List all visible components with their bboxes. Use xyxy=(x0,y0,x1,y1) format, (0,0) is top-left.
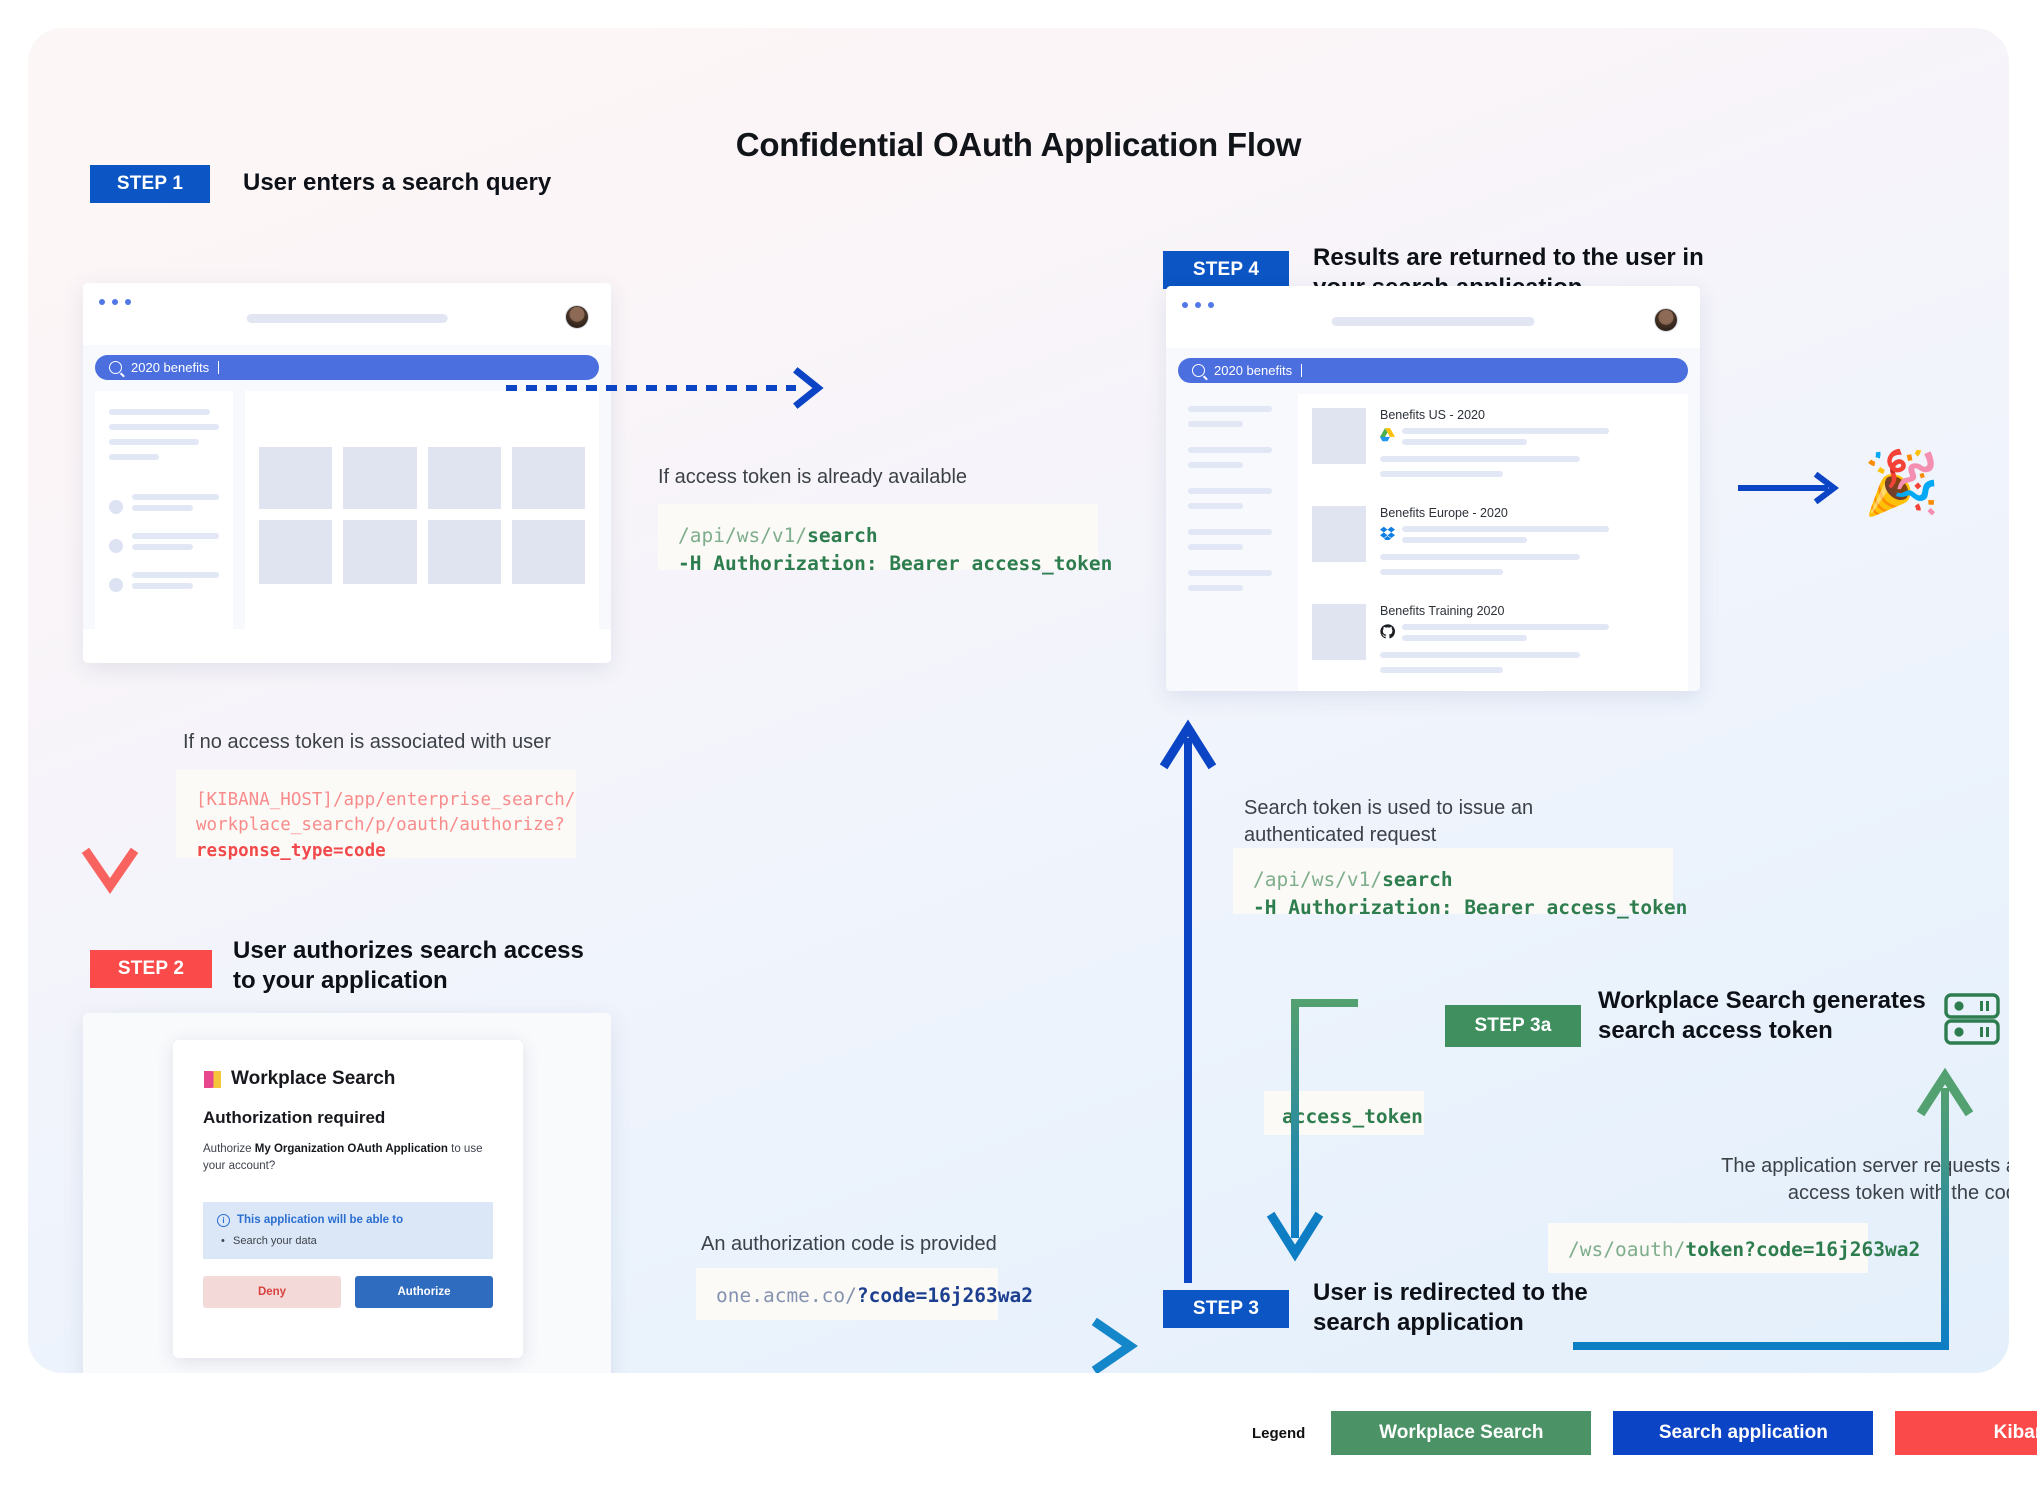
tile xyxy=(511,520,585,584)
code-kibana-authorize: [KIBANA_HOST]/app/enterprise_search/ wor… xyxy=(176,770,576,861)
callout-item: Search your data xyxy=(217,1235,479,1247)
code-redirect-url: one.acme.co/?code=16j263wa2 xyxy=(696,1268,1033,1320)
result-thumbnail xyxy=(1312,506,1366,562)
avatar xyxy=(1654,308,1678,332)
result-thumbnail xyxy=(1312,604,1366,660)
code-access-token-label: access_token xyxy=(1264,1091,1424,1135)
code-token-request: /ws/oauth/token?code=16j263wa2 xyxy=(1548,1223,1920,1273)
workplace-search-mark-icon xyxy=(203,1070,222,1089)
permissions-callout: i This application will be able to Searc… xyxy=(203,1201,493,1259)
note-auth-code-provided: An authorization code is provided xyxy=(701,1233,997,1255)
tile xyxy=(511,447,585,509)
result-title: Benefits Training 2020 xyxy=(1380,604,1505,618)
code-search-request-mid: /api/ws/v1/search -H Authorization: Bear… xyxy=(1233,848,1687,919)
note-no-token: If no access token is associated with us… xyxy=(183,731,551,753)
auth-button-row: Deny Authorize xyxy=(203,1275,493,1308)
result-item[interactable]: Benefits Training 2020 xyxy=(1312,604,1674,682)
diagram-canvas: Confidential OAuth Application Flow STEP… xyxy=(28,28,2009,1373)
auth-heading: Authorization required xyxy=(203,1108,386,1127)
search-query-value: 2020 benefits xyxy=(131,360,210,375)
avatar xyxy=(565,305,589,329)
legend-label: Legend xyxy=(1252,1424,1306,1442)
legend-item-search-application: Search application xyxy=(1613,1411,1874,1455)
magnifier-icon xyxy=(1192,364,1205,377)
step-3-chip: STEP 3 xyxy=(1163,1290,1289,1328)
window-dots-icon xyxy=(99,299,131,305)
legend: Legend Workplace Search Search applicati… xyxy=(1252,1411,2037,1455)
step-3a-text: Workplace Search generates search access… xyxy=(1598,987,1926,1045)
facet-pane xyxy=(95,391,233,629)
callout-heading: i This application will be able to xyxy=(217,1213,479,1227)
info-icon: i xyxy=(217,1213,230,1227)
search-input[interactable]: 2020 benefits xyxy=(1178,358,1688,383)
result-item[interactable]: Benefits US - 2020 xyxy=(1312,408,1674,486)
result-title: Benefits Europe - 2020 xyxy=(1380,506,1508,520)
github-icon xyxy=(1380,624,1396,644)
result-tiles xyxy=(259,447,585,584)
result-title: Benefits US - 2020 xyxy=(1380,408,1485,422)
note-token-available: If access token is already available xyxy=(658,466,968,488)
content-panes: Benefits US - 2020 xyxy=(1178,394,1688,691)
results-pane: Benefits US - 2020 xyxy=(1298,394,1688,691)
page-title: Confidential OAuth Application Flow xyxy=(735,126,1302,163)
browser-viewport: 2020 benefits Benefits US - 2020 xyxy=(1166,348,1700,691)
url-bar-placeholder xyxy=(246,314,448,323)
step-2-text: User authorizes search access to your ap… xyxy=(233,937,584,995)
step-4-chip: STEP 4 xyxy=(1163,251,1289,289)
tile xyxy=(427,520,501,584)
result-thumbnail xyxy=(1312,408,1366,464)
legend-item-workplace-search: Workplace Search xyxy=(1331,1411,1592,1455)
results-pane xyxy=(245,391,599,629)
authorize-button[interactable]: Authorize xyxy=(355,1275,493,1308)
browser-chrome-bar xyxy=(83,283,611,345)
browser-mockup-step4: 2020 benefits Benefits US - 2020 xyxy=(1166,286,1700,691)
tile xyxy=(343,447,417,509)
server-icon xyxy=(1943,990,2001,1053)
workplace-search-name: Workplace Search xyxy=(231,1068,396,1089)
google-drive-icon xyxy=(1380,428,1395,447)
dropbox-icon xyxy=(1380,526,1395,545)
deny-button[interactable]: Deny xyxy=(203,1275,341,1308)
authorization-card: Workplace Search Authorization required … xyxy=(173,1040,523,1358)
url-bar-placeholder xyxy=(1331,317,1535,326)
tile xyxy=(343,520,417,584)
auth-body: Authorize My Organization OAuth Applicat… xyxy=(203,1143,483,1173)
legend-item-kibana: Kibana xyxy=(1895,1411,2037,1455)
facet-pane xyxy=(1178,394,1286,691)
browser-chrome-bar xyxy=(1166,286,1700,348)
result-item[interactable]: Benefits Europe - 2020 xyxy=(1312,506,1674,584)
tile xyxy=(259,520,333,584)
note-server-requests: The application server requests an acces… xyxy=(1721,1155,2009,1204)
code-search-request-top: /api/ws/v1/search -H Authorization: Bear… xyxy=(658,504,1112,575)
workplace-search-logo: Workplace Search xyxy=(203,1068,493,1090)
step-3a-chip: STEP 3a xyxy=(1445,1005,1581,1047)
search-query-value: 2020 benefits xyxy=(1214,363,1293,378)
browser-mockup-step1: 2020 benefits xyxy=(83,283,611,663)
window-dots-icon xyxy=(1182,302,1214,308)
arrow-to-celebration xyxy=(1738,471,1839,505)
magnifier-icon xyxy=(109,361,122,374)
tile xyxy=(427,447,501,509)
search-input[interactable]: 2020 benefits xyxy=(95,355,599,380)
arrow-step3-to-step4 xyxy=(1159,719,1217,1283)
result-source xyxy=(1380,428,1674,454)
tile xyxy=(259,447,333,509)
step-3-text: User is redirected to the search applica… xyxy=(1313,1279,1588,1337)
content-panes xyxy=(95,391,599,629)
step-1-text: User enters a search query xyxy=(243,169,552,196)
result-source xyxy=(1380,624,1674,650)
browser-viewport: 2020 benefits xyxy=(83,345,611,629)
result-source xyxy=(1380,526,1674,552)
step-2-chip: STEP 2 xyxy=(90,950,212,988)
party-popper-icon: 🎉 xyxy=(1863,449,1941,518)
note-search-token-used: Search token is used to issue an authent… xyxy=(1244,797,1534,846)
step-1-chip: STEP 1 xyxy=(90,165,210,203)
